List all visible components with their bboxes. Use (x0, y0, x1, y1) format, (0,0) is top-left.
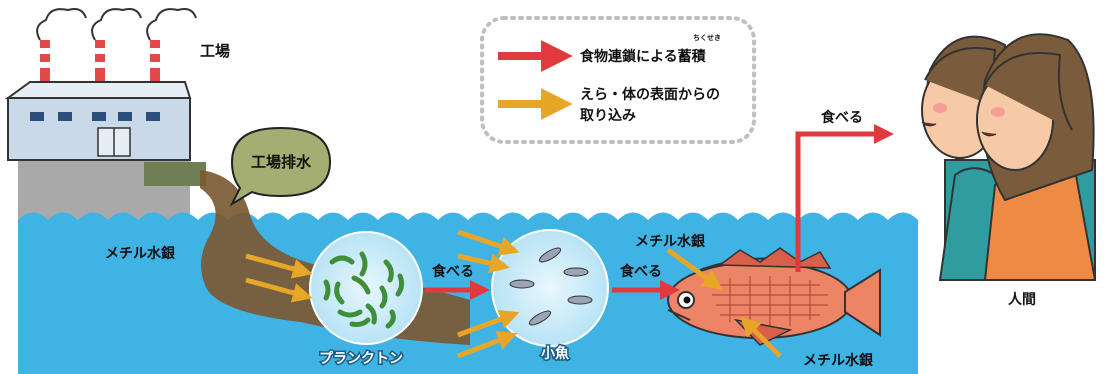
eats-label-3: 食べる (821, 109, 863, 126)
methylmercury-label-top-fish: メチル水銀 (635, 233, 705, 250)
methylmercury-label-bottom-fish: メチル水銀 (803, 352, 873, 369)
legend-orange-label-line2: 取り込み (580, 107, 636, 124)
eat-arrow-bigfish-to-humans (795, 124, 894, 272)
plankton-label: プランクトン (319, 351, 403, 367)
wastewater-bubble (229, 126, 332, 207)
plankton-circle (309, 231, 423, 345)
absorption-arrows (245, 229, 782, 359)
drain-pipe (144, 162, 206, 186)
humans-label: 人間 (1008, 291, 1036, 308)
legend-orange-label-line1: えら・体の表面からの (580, 86, 720, 103)
eats-label-2: 食べる (620, 263, 662, 280)
humans-illustration (921, 33, 1097, 281)
eats-label-1: 食べる (432, 263, 474, 280)
factory-label: 工場 (200, 42, 230, 60)
legend (480, 16, 756, 144)
legend-red-label: 食物連鎖による蓄積 (580, 48, 707, 65)
legend-ruby: ちくせき (693, 33, 721, 42)
small-fish-label: 小魚 (541, 345, 569, 362)
wastewater-label: 工場排水 (251, 153, 312, 171)
small-fish-circle (491, 229, 609, 347)
factory (4, 8, 197, 161)
methylmercury-label-left: メチル水銀 (105, 245, 175, 262)
